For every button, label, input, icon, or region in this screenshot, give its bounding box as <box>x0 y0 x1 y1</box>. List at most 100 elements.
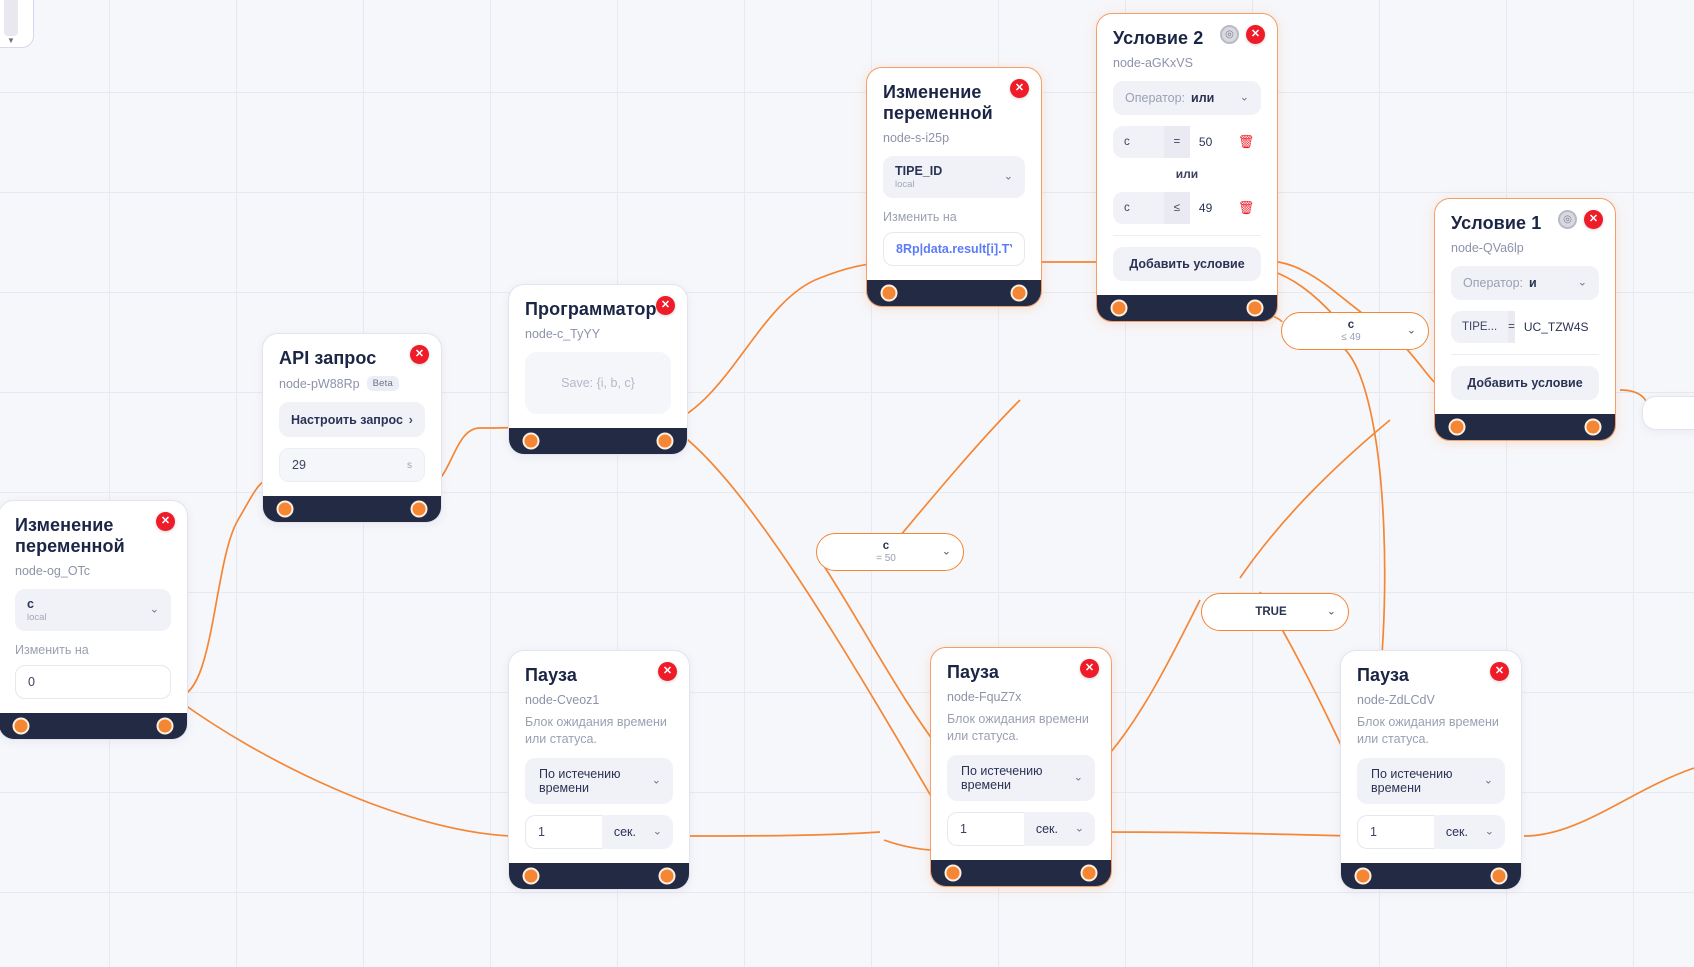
node-pause-3[interactable]: Пауза ✕ node-ZdLCdV Блок ожидания времен… <box>1340 650 1522 891</box>
port-in[interactable] <box>276 500 294 518</box>
node-api-request[interactable]: API запрос ✕ node-pW88Rp Beta Настроить … <box>262 333 442 524</box>
zoom-slider-track[interactable]: ▲ ▼ <box>4 0 18 45</box>
add-condition-button[interactable]: Добавить условие <box>1113 247 1261 282</box>
node-variable-change-left[interactable]: Изменение переменной ✕ node-og_OTc c loc… <box>0 500 188 741</box>
pause-unit-select[interactable]: сек. ⌄ <box>1433 815 1505 850</box>
close-icon[interactable]: ✕ <box>410 345 429 364</box>
info-icon[interactable]: ◎ <box>1558 210 1577 229</box>
edge-label-condition-eq50[interactable]: c = 50 ⌄ <box>816 533 964 571</box>
info-icon[interactable]: ◎ <box>1220 25 1239 44</box>
port-out[interactable] <box>1584 418 1602 436</box>
port-in[interactable] <box>880 284 898 302</box>
close-icon[interactable]: ✕ <box>1010 79 1029 98</box>
code-editor[interactable]: Save: {i, b, c} <box>525 352 671 415</box>
zoom-out-icon[interactable]: ▼ <box>7 36 15 45</box>
node-offscreen-stub[interactable] <box>1642 396 1694 430</box>
port-out[interactable] <box>1246 299 1264 317</box>
node-condition-1[interactable]: Условие 1 ◎ ✕ node-QVa6lp Оператор: и ⌄ … <box>1434 198 1616 442</box>
port-in[interactable] <box>1448 418 1466 436</box>
condition-operator[interactable]: = <box>1163 126 1190 159</box>
chevron-down-icon[interactable]: ⌄ <box>1484 825 1494 838</box>
edge-label-condition-le49[interactable]: c ≤ 49 ⌄ <box>1281 312 1429 350</box>
chevron-down-icon[interactable]: ⌄ <box>1483 774 1493 787</box>
chevron-down-icon[interactable]: ⌄ <box>149 603 159 616</box>
change-value-input[interactable]: 0 <box>15 665 171 700</box>
delete-condition-icon[interactable]: 🗑 <box>1597 311 1599 344</box>
close-icon[interactable]: ✕ <box>656 296 675 315</box>
chevron-down-icon[interactable]: ⌄ <box>1074 822 1084 835</box>
close-icon[interactable]: ✕ <box>1246 25 1265 44</box>
chevron-down-icon[interactable]: ⌄ <box>1239 91 1249 104</box>
port-out[interactable] <box>156 717 174 735</box>
pause-amount-input[interactable]: 1 <box>1357 815 1434 850</box>
zoom-slider-panel[interactable]: ▲ ▼ <box>0 0 34 48</box>
pause-duration[interactable]: 1 сек. ⌄ <box>1357 815 1505 850</box>
port-out[interactable] <box>656 432 674 450</box>
port-out[interactable] <box>658 867 676 885</box>
chevron-down-icon[interactable]: ⌄ <box>652 825 662 838</box>
chevron-down-icon[interactable]: ⌄ <box>1003 170 1013 183</box>
port-in[interactable] <box>522 432 540 450</box>
condition-operator[interactable]: ≤ <box>1163 192 1190 225</box>
condition-row[interactable]: c = 50 🗑 <box>1113 126 1261 159</box>
code-placeholder: Save: {i, b, c} <box>561 376 635 391</box>
node-id-text: node-aGKxVS <box>1113 56 1193 71</box>
node-programmer[interactable]: Программатор ✕ node-c_TyYY Save: {i, b, … <box>508 284 688 456</box>
port-in[interactable] <box>1110 299 1128 317</box>
close-icon[interactable]: ✕ <box>658 662 677 681</box>
close-icon[interactable]: ✕ <box>1490 662 1509 681</box>
node-condition-2[interactable]: Условие 2 ◎ ✕ node-aGKxVS Оператор: или … <box>1096 13 1278 323</box>
pause-amount-input[interactable]: 1 <box>947 812 1024 847</box>
close-icon[interactable]: ✕ <box>156 512 175 531</box>
port-in[interactable] <box>12 717 30 735</box>
port-out[interactable] <box>410 500 428 518</box>
edge-label-true[interactable]: TRUE ⌄ <box>1201 593 1349 631</box>
chevron-right-icon[interactable]: › <box>408 412 413 428</box>
pause-duration[interactable]: 1 сек. ⌄ <box>525 815 673 850</box>
operator-select[interactable]: Оператор: и ⌄ <box>1451 266 1599 301</box>
node-pause-2[interactable]: Пауза ✕ node-FquZ7x Блок ожидания времен… <box>930 647 1112 888</box>
condition-variable[interactable]: c <box>1124 202 1130 215</box>
pause-mode-select[interactable]: По истечению времени ⌄ <box>947 755 1095 802</box>
condition-operator[interactable]: = <box>1508 311 1515 344</box>
condition-value[interactable]: UC_TZW4S <box>1514 311 1598 344</box>
configure-request-button[interactable]: Настроить запрос › <box>279 402 425 438</box>
chevron-down-icon[interactable]: ⌄ <box>651 774 661 787</box>
condition-variable[interactable]: TIPE... <box>1462 321 1498 334</box>
port-in[interactable] <box>1354 867 1372 885</box>
delete-condition-icon[interactable]: 🗑 <box>1231 192 1261 225</box>
add-condition-button[interactable]: Добавить условие <box>1451 366 1599 401</box>
pause-mode-select[interactable]: По истечению времени ⌄ <box>525 758 673 805</box>
port-out[interactable] <box>1010 284 1028 302</box>
pause-amount-input[interactable]: 1 <box>525 815 602 850</box>
close-icon[interactable]: ✕ <box>1584 210 1603 229</box>
close-icon[interactable]: ✕ <box>1080 659 1099 678</box>
change-value-input[interactable]: 8Rp|data.result[i].TYPE_ID}} <box>883 232 1025 267</box>
chevron-down-icon[interactable]: ⌄ <box>1406 324 1416 337</box>
condition-value[interactable]: 49 <box>1189 192 1231 225</box>
chevron-down-icon[interactable]: ⌄ <box>1073 771 1083 784</box>
port-in[interactable] <box>522 867 540 885</box>
timeout-input[interactable]: 29 s <box>279 448 425 483</box>
pause-unit-select[interactable]: сек. ⌄ <box>1023 812 1095 847</box>
condition-variable[interactable]: c <box>1124 136 1130 149</box>
port-in[interactable] <box>944 864 962 882</box>
port-out[interactable] <box>1080 864 1098 882</box>
variable-select[interactable]: TIPE_ID local ⌄ <box>883 156 1025 199</box>
pause-mode-select[interactable]: По истечению времени ⌄ <box>1357 758 1505 805</box>
node-pause-1[interactable]: Пауза ✕ node-Cveoz1 Блок ожидания времен… <box>508 650 690 891</box>
condition-row[interactable]: c ≤ 49 🗑 <box>1113 192 1261 225</box>
delete-condition-icon[interactable]: 🗑 <box>1231 126 1261 159</box>
chevron-down-icon[interactable]: ⌄ <box>1326 605 1336 618</box>
operator-select[interactable]: Оператор: или ⌄ <box>1113 81 1261 116</box>
node-variable-change-top[interactable]: Изменение переменной ✕ node-s-i25p TIPE_… <box>866 67 1042 308</box>
chevron-down-icon[interactable]: ⌄ <box>1577 276 1587 289</box>
chevron-down-icon[interactable]: ⌄ <box>941 545 951 558</box>
condition-row[interactable]: TIPE... = UC_TZW4S 🗑 <box>1451 311 1599 344</box>
pause-unit-select[interactable]: сек. ⌄ <box>601 815 673 850</box>
port-out[interactable] <box>1490 867 1508 885</box>
condition-value[interactable]: 50 <box>1189 126 1231 159</box>
variable-select[interactable]: c local ⌄ <box>15 589 171 632</box>
pause-duration[interactable]: 1 сек. ⌄ <box>947 812 1095 847</box>
